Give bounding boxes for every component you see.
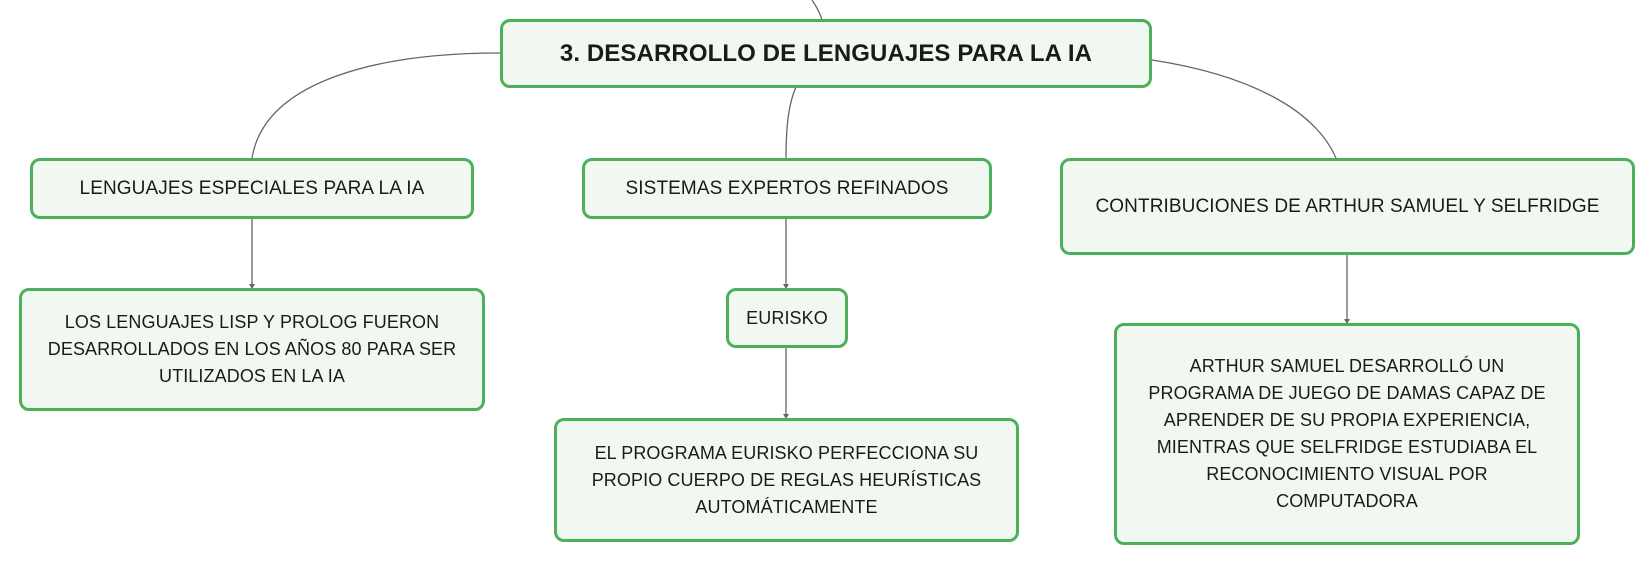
connector-root-to-branch-2 [785, 86, 797, 159]
detail-samuel-selfridge-text: ARTHUR SAMUEL DESARROLLÓ UN PROGRAMA DE … [1148, 356, 1546, 511]
subtopic-eurisko[interactable]: EURISKO [726, 288, 848, 348]
branch-lenguajes-especiales[interactable]: LENGUAJES ESPECIALES PARA LA IA [30, 158, 474, 219]
branch-contribuciones-label: CONTRIBUCIONES DE ARTHUR SAMUEL Y SELFRI… [1095, 196, 1600, 217]
arrowhead-branch-2 [783, 284, 789, 289]
branch-sistemas-expertos[interactable]: SISTEMAS EXPERTOS REFINADOS [582, 158, 992, 219]
connector-parent-to-root [811, 0, 823, 21]
connector-root-to-branch-1 [251, 52, 501, 159]
branch-sistemas-expertos-label: SISTEMAS EXPERTOS REFINADOS [625, 178, 949, 199]
arrowhead-branch-3 [1344, 319, 1350, 324]
detail-lenguajes-lisp-prolog-text: LOS LENGUAJES LISP Y PROLOG FUERON DESAR… [47, 312, 457, 386]
arrowhead-branch-1 [249, 284, 255, 289]
detail-lenguajes-lisp-prolog[interactable]: LOS LENGUAJES LISP Y PROLOG FUERON DESAR… [19, 288, 485, 411]
arrowhead-eurisko [783, 414, 789, 419]
root-topic[interactable]: 3. DESARROLLO DE LENGUAJES PARA LA IA [500, 19, 1152, 88]
branch-contribuciones[interactable]: CONTRIBUCIONES DE ARTHUR SAMUEL Y SELFRI… [1060, 158, 1635, 255]
detail-eurisko[interactable]: EL PROGRAMA EURISKO PERFECCIONA SU PROPI… [554, 418, 1019, 542]
detail-eurisko-text: EL PROGRAMA EURISKO PERFECCIONA SU PROPI… [591, 442, 982, 517]
detail-samuel-selfridge[interactable]: ARTHUR SAMUEL DESARROLLÓ UN PROGRAMA DE … [1114, 323, 1580, 545]
root-topic-label: 3. DESARROLLO DE LENGUAJES PARA LA IA [559, 40, 1093, 67]
connector-root-to-branch-3 [1151, 59, 1337, 159]
branch-lenguajes-especiales-label: LENGUAJES ESPECIALES PARA LA IA [79, 178, 425, 199]
subtopic-eurisko-label: EURISKO [746, 307, 828, 328]
